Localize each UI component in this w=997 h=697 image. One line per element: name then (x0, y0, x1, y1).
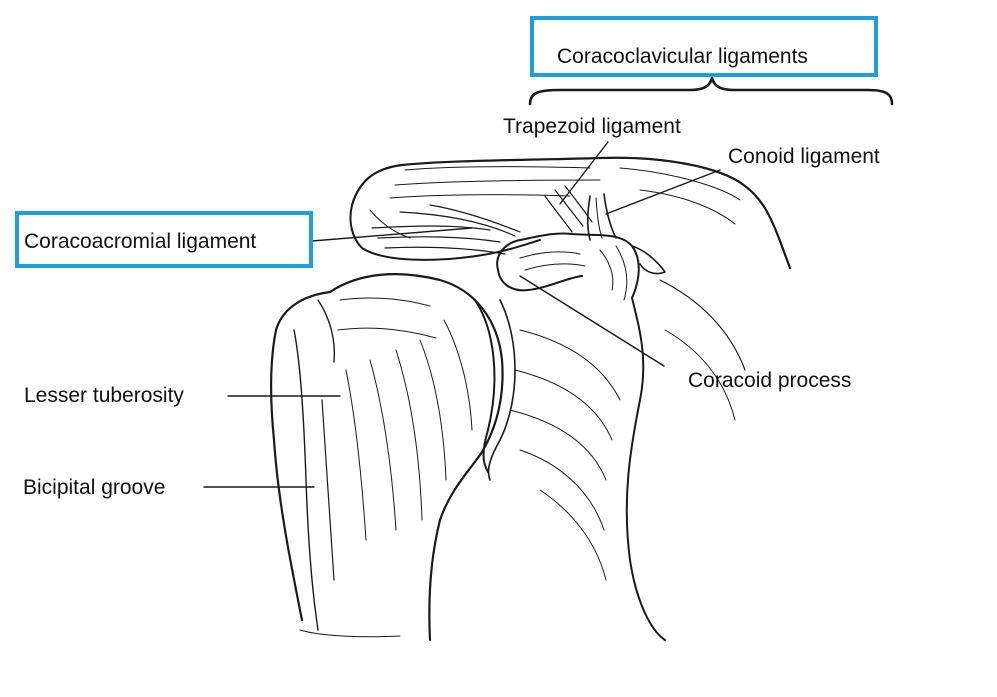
clavicle-shape (349, 156, 792, 270)
humerus-shape (270, 273, 504, 642)
trapezoid-ligament-label: Trapezoid ligament (503, 115, 681, 138)
coracoacromial-ligament-label-box (15, 211, 313, 268)
coracoacromial-leader-line (311, 227, 473, 242)
coracoid-process-leader-line (519, 275, 665, 367)
bicipital-groove-label: Bicipital groove (23, 476, 166, 499)
coracoid-process-shape (496, 232, 666, 301)
leader-lines (203, 141, 721, 488)
trapezoid-leader-line (559, 141, 609, 205)
coracoclavicular-ligaments-label-box (530, 16, 878, 77)
coracoacromial-ligament-label: Coracoacromial ligament (24, 230, 257, 253)
coracoclavicular-ligaments-label: Coracoclavicular ligaments (557, 45, 808, 68)
coracoacromial-ligament-shape (371, 204, 521, 255)
lesser-tuberosity-label: Lesser tuberosity (24, 384, 184, 407)
scapula-shape (474, 279, 746, 641)
conoid-ligament-label: Conoid ligament (728, 145, 880, 168)
conoid-leader-line (605, 169, 721, 215)
coracoid-process-label: Coracoid process (688, 369, 852, 392)
coracoclavicular-ligaments-shape (544, 185, 617, 241)
brace-shape (528, 76, 894, 106)
